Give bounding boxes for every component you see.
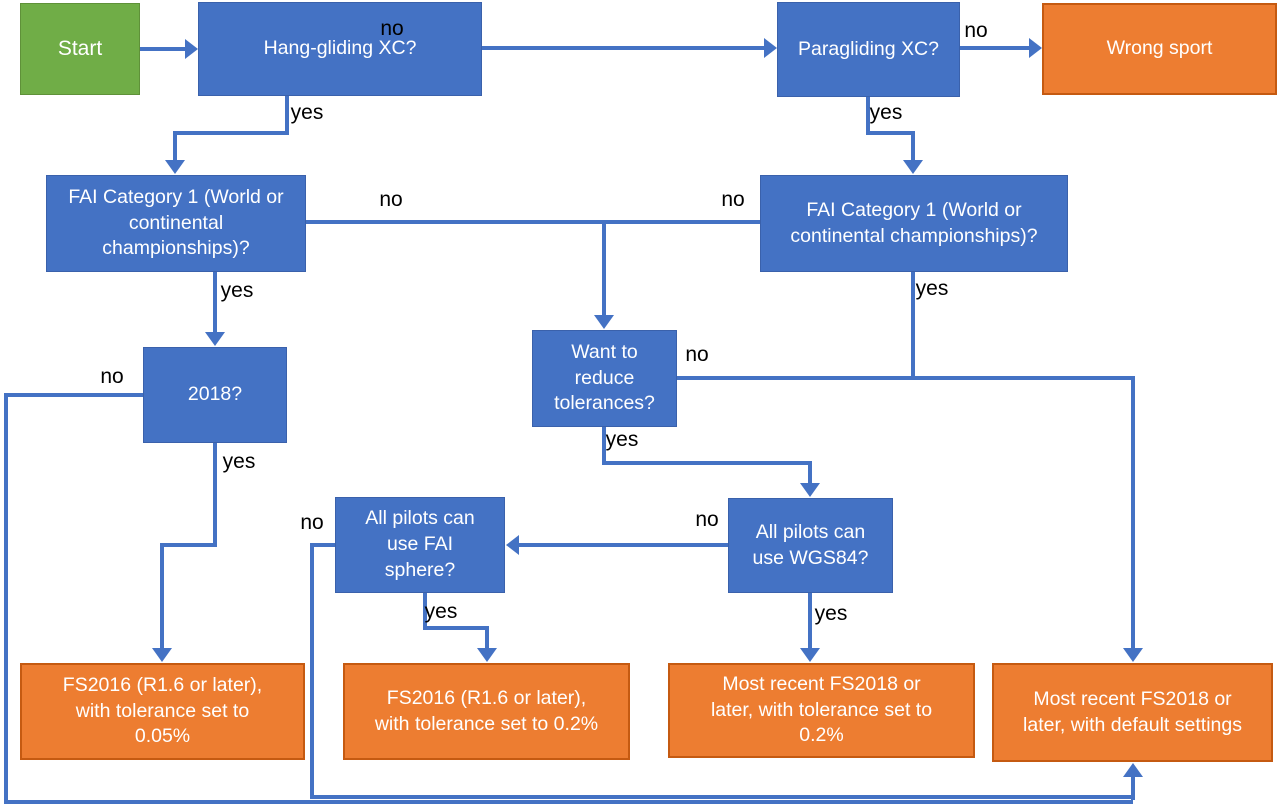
decision-fai-sphere: All pilots can use FAI sphere? [335,497,505,593]
arrowhead-wgs-yes [800,648,820,662]
result-fs2016-tolerance-005: FS2016 (R1.6 or later), with tolerance s… [20,663,305,760]
edge-label-hang-yes: yes [290,101,324,124]
decision-paragliding-xc: Paragliding XC? [777,2,960,97]
edge-label-fai-left-no: no [379,188,403,211]
edge-sphere-yes [423,593,489,650]
edge-label-wgs-no: no [695,508,719,531]
edge-label-para-no: no [964,19,988,42]
decision-fai-category1-right: FAI Category 1 (World or continental cha… [760,175,1068,272]
result-fs2018-default-settings: Most recent FS2018 or later, with defaul… [992,663,1273,762]
result-fs2016-tolerance-02: FS2016 (R1.6 or later), with tolerance s… [343,663,630,760]
decision-2018: 2018? [143,347,287,443]
result-fs2018-tolerance-02: Most recent FS2018 or later, with tolera… [668,663,975,758]
arrowhead-para-yes [903,160,923,174]
edge-label-wgs-yes: yes [814,602,848,625]
decision-hang-gliding-xc: Hang-gliding XC? [198,2,482,96]
arrowhead-hang-no [764,38,777,58]
result-wrong-sport: Wrong sport [1042,3,1277,95]
arrowhead-para-no [1029,38,1042,58]
arrowhead-bottom-up [1123,763,1143,777]
edge-label-fai-left-yes: yes [220,279,254,302]
edge-label-want-yes: yes [605,428,639,451]
edge-label-sphere-yes: yes [424,600,458,623]
edge-label-fai-right-no: no [721,188,745,211]
edge-label-2018-no: no [100,365,124,388]
edge-label-hang-no: no [380,17,404,40]
start-node: Start [20,3,140,95]
arrowhead-start-to-hang [185,39,198,59]
edge-para-yes [866,97,915,162]
arrowhead-want-no [1123,648,1143,662]
arrowhead-sphere-yes [477,648,497,662]
edge-label-para-yes: yes [869,101,903,124]
edge-label-sphere-no: no [300,511,324,534]
edge-label-fai-right-yes: yes [915,277,949,300]
edge-want-no [677,376,1135,650]
decision-wgs84: All pilots can use WGS84? [728,498,893,593]
edge-hang-yes [173,96,289,162]
edge-sphere-no [310,543,1131,799]
arrowhead-want-yes [800,483,820,497]
edge-want-yes [602,427,812,485]
decision-fai-category1-left: FAI Category 1 (World or continental cha… [46,175,306,272]
edge-label-want-no: no [685,343,709,366]
edge-label-2018-yes: yes [222,450,256,473]
arrowhead-y2018-yes [152,648,172,662]
arrowhead-wgs-no [506,535,519,555]
arrowhead-fai-left-yes [205,332,225,346]
arrowhead-hang-yes [165,160,185,174]
decision-reduce-tolerances: Want to reduce tolerances? [532,330,677,427]
edge-y2018-no [4,393,1133,804]
arrowhead-fai-no-drop [594,315,614,329]
edge-y2018-yes [160,443,217,650]
